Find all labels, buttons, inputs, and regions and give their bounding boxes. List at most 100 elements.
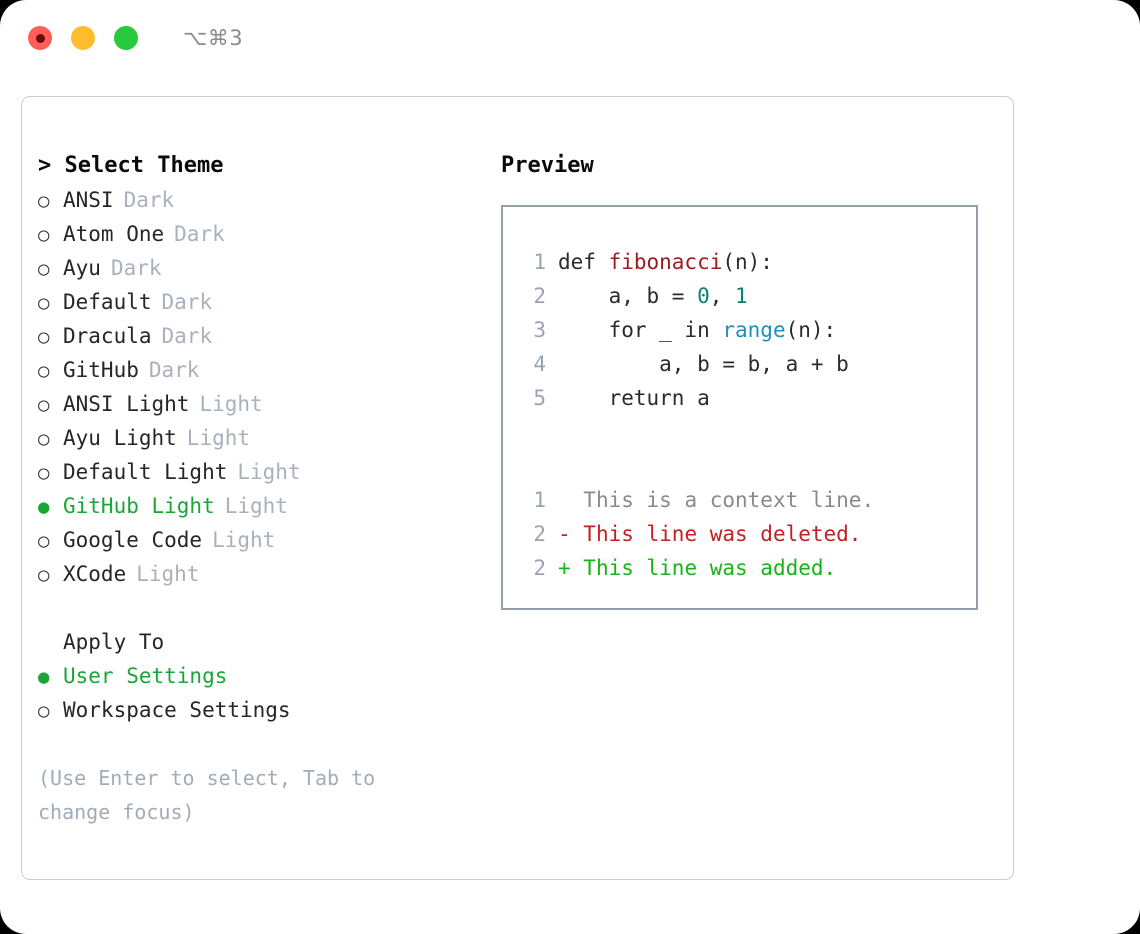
- radio-icon[interactable]: ○: [38, 258, 50, 280]
- theme-variant-tag: Dark: [161, 324, 213, 348]
- apply-to-option-user[interactable]: ● User Settings: [38, 659, 488, 693]
- list-item[interactable]: ○ XCode Light: [38, 557, 488, 591]
- list-item[interactable]: ○ GitHub Dark: [38, 353, 488, 387]
- list-item[interactable]: ○ ANSI Light Light: [38, 387, 488, 421]
- theme-list: ○ ANSI Dark ○ Atom One Dark ○ Ayu Dark ○…: [38, 183, 488, 591]
- heading-text: Select Theme: [64, 153, 224, 178]
- code-line: 5 return a: [522, 381, 976, 415]
- heading-caret: >: [38, 153, 65, 178]
- line-number: 4: [533, 352, 546, 376]
- line-number: 5: [533, 386, 546, 410]
- theme-variant-tag: Light: [186, 426, 251, 450]
- code-token: ,: [709, 284, 736, 308]
- radio-icon[interactable]: ○: [38, 224, 50, 246]
- radio-icon[interactable]: ○: [38, 700, 50, 722]
- code-token-number: 1: [735, 284, 748, 308]
- theme-variant-tag: Dark: [123, 188, 175, 212]
- radio-icon-selected[interactable]: ●: [38, 496, 50, 518]
- apply-to-option-workspace[interactable]: ○ Workspace Settings: [38, 693, 488, 727]
- window-controls: [28, 26, 138, 50]
- theme-name: Dracula: [63, 324, 152, 348]
- code-line: 3 for _ in range(n):: [522, 313, 976, 347]
- radio-icon[interactable]: ○: [38, 530, 50, 552]
- radio-icon[interactable]: ○: [38, 190, 50, 212]
- diff-line-deleted: 2 - This line was deleted.: [522, 517, 976, 551]
- preview-heading: Preview: [501, 153, 594, 178]
- select-theme-heading: > Select Theme: [38, 149, 488, 183]
- diff-marker: -: [558, 522, 584, 546]
- theme-variant-tag: Dark: [174, 222, 225, 246]
- theme-name: Default Light: [63, 460, 228, 484]
- hint-line-1: (Use Enter to select, Tab to: [38, 766, 376, 790]
- list-item[interactable]: ○ Dracula Dark: [38, 319, 488, 353]
- line-number: 1: [533, 488, 546, 512]
- code-token: def: [558, 250, 609, 274]
- code-blank-line: [522, 415, 976, 449]
- theme-name: XCode: [63, 562, 127, 586]
- hint-gap: [38, 727, 488, 761]
- diff-text: This is a context line.: [583, 488, 875, 512]
- code-token-number: 0: [697, 284, 710, 308]
- list-item[interactable]: ○ Google Code Light: [38, 523, 488, 557]
- code-blank-line: [522, 449, 976, 483]
- line-number: 2: [533, 556, 546, 580]
- preview-panel: 1 def fibonacci(n): 2 a, b = 0, 1 3 for …: [501, 205, 978, 610]
- theme-variant-tag: Dark: [148, 358, 200, 382]
- theme-variant-tag: Light: [212, 528, 276, 552]
- zoom-button-icon[interactable]: [114, 26, 138, 50]
- theme-variant-tag: Light: [224, 494, 288, 518]
- theme-name: Google Code: [63, 528, 203, 552]
- close-button-icon[interactable]: [28, 26, 52, 50]
- list-item[interactable]: ○ Ayu Dark: [38, 251, 488, 285]
- diff-marker: [558, 483, 583, 517]
- line-number: 2: [533, 522, 546, 546]
- line-number: 1: [533, 250, 546, 274]
- line-number: 3: [533, 318, 546, 342]
- radio-icon[interactable]: ○: [38, 462, 50, 484]
- code-token-function: fibonacci: [608, 250, 723, 274]
- heading-bullet-spacer: ○: [38, 626, 63, 660]
- theme-variant-tag: Light: [237, 460, 301, 484]
- theme-name: GitHub Light: [63, 494, 215, 518]
- diff-line-added: 2 + This line was added.: [522, 551, 976, 585]
- minimize-button-icon[interactable]: [71, 26, 95, 50]
- close-inner-dot: [35, 33, 45, 43]
- diff-text: This line was added.: [583, 556, 837, 580]
- theme-name: Ayu Light: [63, 426, 177, 450]
- theme-name: ANSI: [63, 188, 114, 212]
- theme-variant-tag: Light: [136, 562, 200, 586]
- radio-icon-selected[interactable]: ●: [38, 666, 50, 688]
- theme-selection-column: > Select Theme ○ ANSI Dark ○ Atom One Da…: [38, 149, 488, 829]
- preview-column: Preview 1 def fibonacci(n): 2 a, b = 0, …: [501, 149, 1001, 610]
- list-item[interactable]: ○ Ayu Light Light: [38, 421, 488, 455]
- list-item[interactable]: ○ Default Light Light: [38, 455, 488, 489]
- theme-name: ANSI Light: [63, 392, 190, 416]
- list-item[interactable]: ○ Atom One Dark: [38, 217, 488, 251]
- theme-name: GitHub: [63, 358, 139, 382]
- radio-icon[interactable]: ○: [38, 428, 50, 450]
- radio-icon[interactable]: ○: [38, 326, 50, 348]
- radio-icon[interactable]: ○: [38, 564, 50, 586]
- list-item-selected[interactable]: ● GitHub Light Light: [38, 489, 488, 523]
- keyboard-hint: (Use Enter to select, Tab to change focu…: [38, 761, 438, 829]
- code-token: a, b = b, a + b: [558, 352, 849, 376]
- hint-line-2: change focus): [38, 800, 195, 824]
- theme-name: Ayu: [63, 256, 101, 280]
- content-frame: > Select Theme ○ ANSI Dark ○ Atom One Da…: [21, 96, 1014, 880]
- code-line: 1 def fibonacci(n):: [522, 245, 976, 279]
- title-bar: ⌥⌘3: [0, 0, 1140, 76]
- line-number: 2: [533, 284, 546, 308]
- code-token-builtin: range: [722, 318, 786, 342]
- code-line: 4 a, b = b, a + b: [522, 347, 976, 381]
- radio-icon[interactable]: ○: [38, 292, 50, 314]
- radio-icon[interactable]: ○: [38, 360, 50, 382]
- list-item[interactable]: ○ ANSI Dark: [38, 183, 488, 217]
- list-item[interactable]: ○ Default Dark: [38, 285, 488, 319]
- theme-variant-tag: Light: [199, 392, 263, 416]
- radio-icon[interactable]: ○: [38, 394, 50, 416]
- code-token: return a: [558, 386, 710, 410]
- code-token: (n):: [722, 250, 773, 274]
- theme-name: Default: [63, 290, 152, 314]
- code-token: (n):: [785, 318, 837, 342]
